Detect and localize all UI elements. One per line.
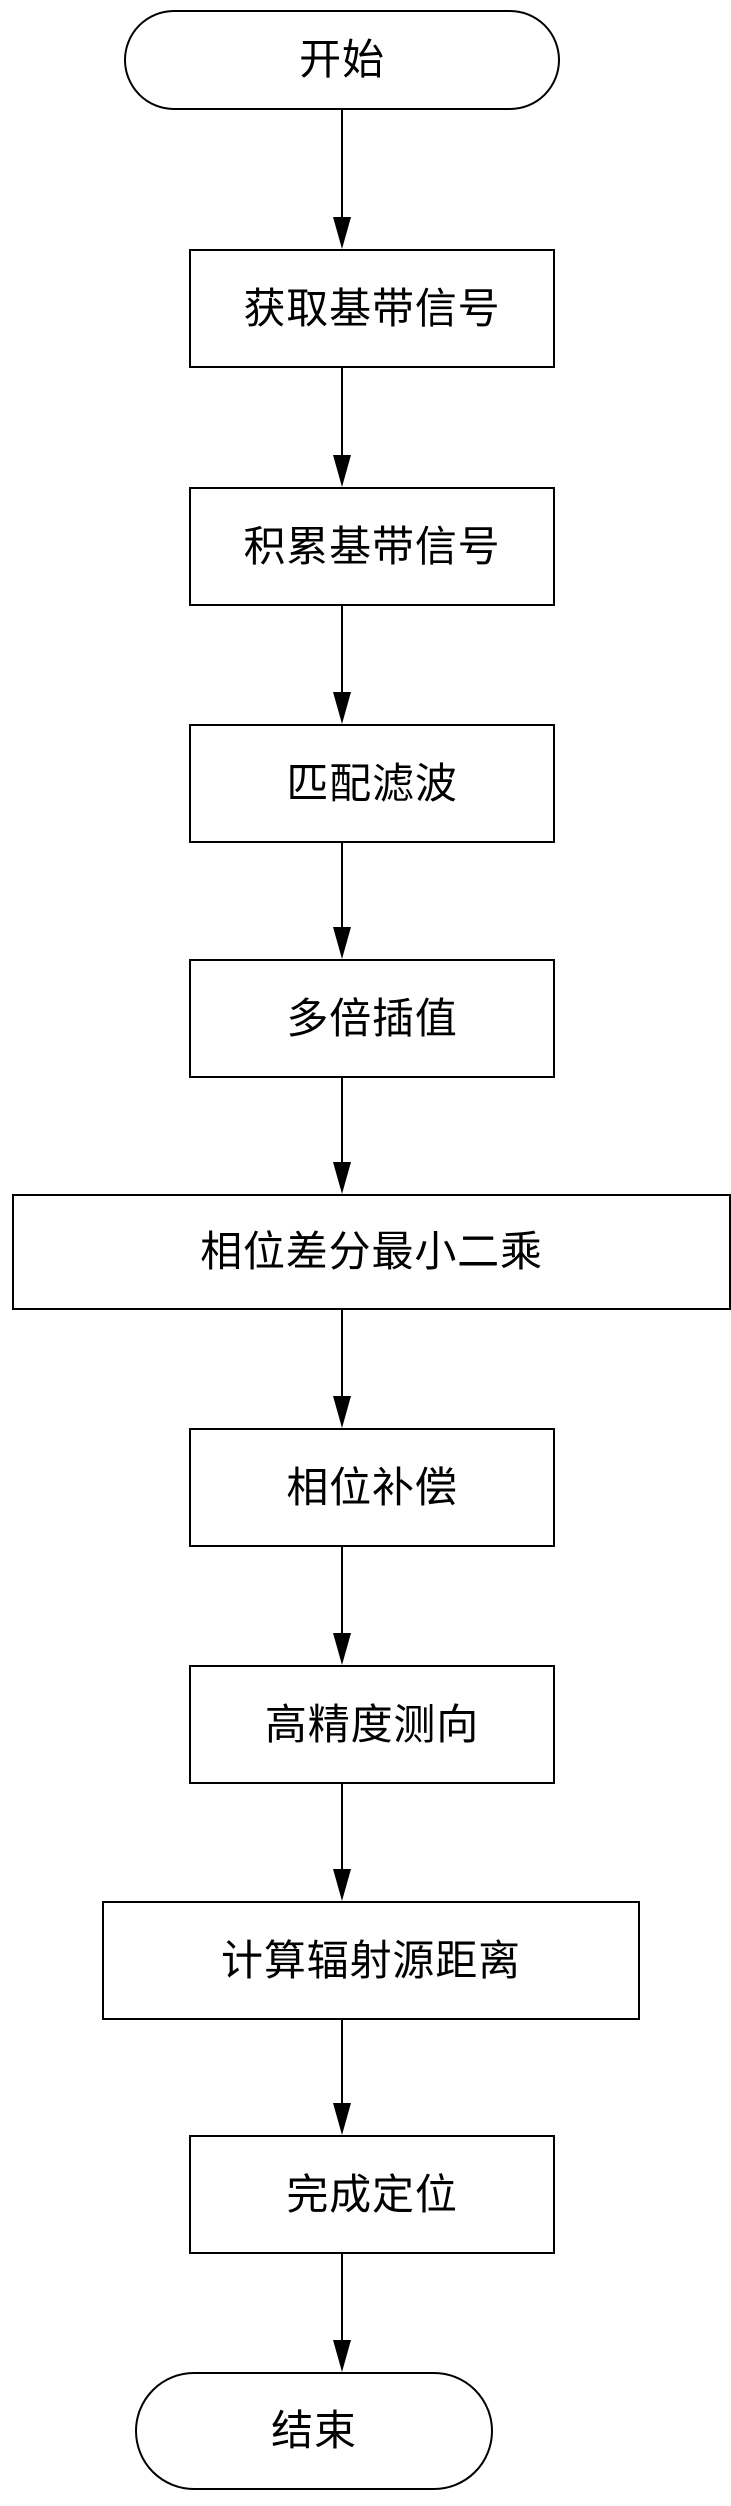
connector-line: [341, 606, 343, 694]
flow-connector: [333, 110, 351, 249]
arrowhead-icon: [333, 927, 351, 959]
flow-connector: [333, 1310, 351, 1428]
connector-line: [341, 110, 343, 219]
flow-node-step9: 完成定位: [189, 2135, 555, 2254]
connector-line: [341, 1078, 343, 1164]
flow-connector: [333, 606, 351, 724]
arrowhead-icon: [333, 2340, 351, 2372]
connector-line: [341, 368, 343, 457]
arrowhead-icon: [333, 217, 351, 249]
flow-node-label: 开始: [299, 35, 385, 84]
flow-connector: [333, 2020, 351, 2135]
flow-node-label: 结束: [271, 2406, 357, 2455]
connector-line: [341, 2020, 343, 2105]
arrowhead-icon: [333, 1869, 351, 1901]
connector-line: [341, 1547, 343, 1635]
flow-node-label: 匹配滤波: [286, 758, 458, 808]
flow-node-label: 获取基带信号: [243, 283, 501, 333]
flow-node-label: 相位补偿: [286, 1462, 458, 1512]
connector-line: [341, 2254, 343, 2342]
flow-node-step5: 相位差分最小二乘: [12, 1194, 731, 1310]
flow-node-start: 开始: [124, 10, 560, 110]
arrowhead-icon: [333, 1162, 351, 1194]
flow-node-step6: 相位补偿: [189, 1428, 555, 1547]
connector-line: [341, 1310, 343, 1398]
arrowhead-icon: [333, 1396, 351, 1428]
flow-node-step2: 积累基带信号: [189, 487, 555, 606]
flow-connector: [333, 1784, 351, 1901]
flow-node-step3: 匹配滤波: [189, 724, 555, 843]
flow-node-end: 结束: [135, 2372, 493, 2490]
flow-connector: [333, 1078, 351, 1194]
flow-node-step1: 获取基带信号: [189, 249, 555, 368]
flow-connector: [333, 2254, 351, 2372]
flow-connector: [333, 368, 351, 487]
flow-node-label: 积累基带信号: [243, 521, 501, 571]
arrowhead-icon: [333, 2103, 351, 2135]
flow-connector: [333, 1547, 351, 1665]
arrowhead-icon: [333, 692, 351, 724]
flow-connector: [333, 843, 351, 959]
flow-node-label: 多倍插值: [286, 993, 458, 1043]
flow-node-label: 相位差分最小二乘: [200, 1227, 543, 1276]
connector-line: [341, 1784, 343, 1871]
flow-node-label: 计算辐射源距离: [221, 1935, 521, 1985]
flow-node-label: 完成定位: [286, 2169, 458, 2219]
arrowhead-icon: [333, 1633, 351, 1665]
connector-line: [341, 843, 343, 929]
flow-node-step8: 计算辐射源距离: [102, 1901, 640, 2020]
arrowhead-icon: [333, 455, 351, 487]
flow-node-label: 高精度测向: [264, 1699, 480, 1749]
flow-node-step7: 高精度测向: [189, 1665, 555, 1784]
flow-node-step4: 多倍插值: [189, 959, 555, 1078]
